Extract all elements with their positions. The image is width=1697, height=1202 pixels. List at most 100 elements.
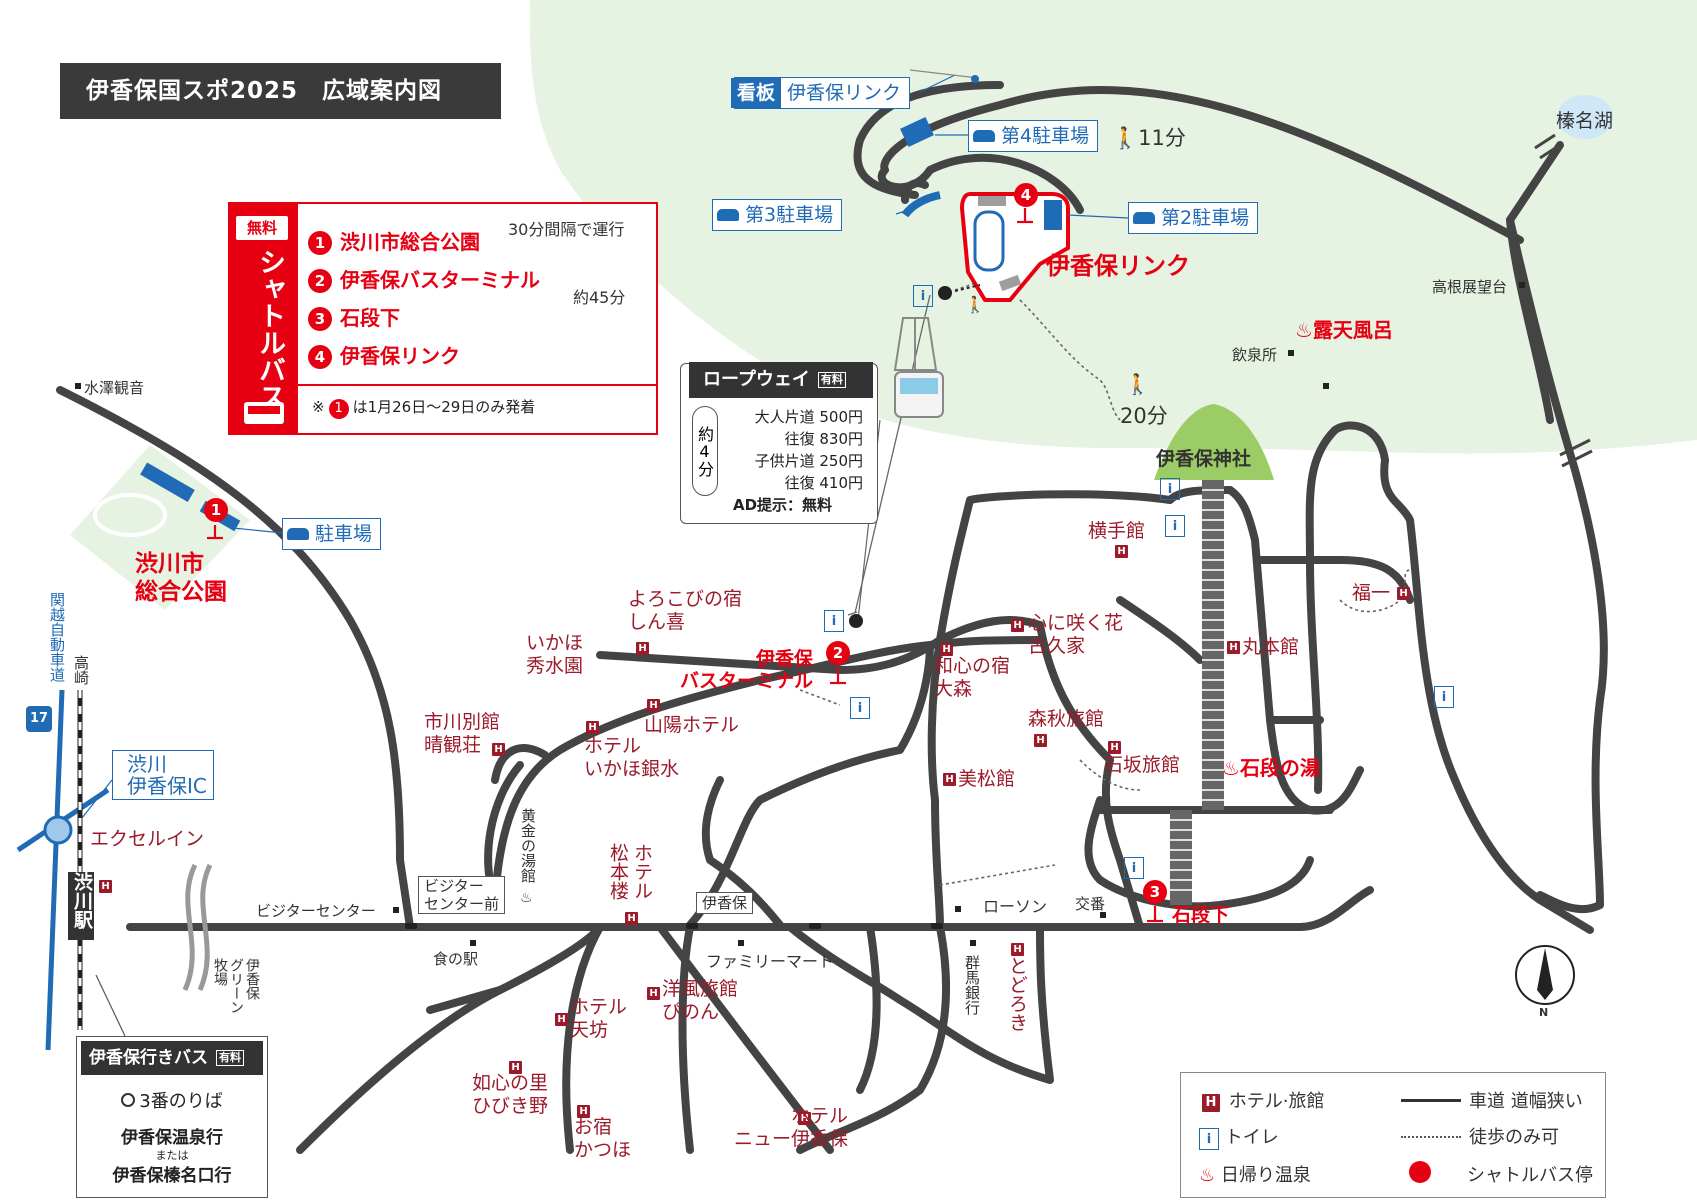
ic-label: 渋川 伊香保IC [112,750,214,800]
station-block [68,872,94,940]
hotel-ishizaka-icon: H [1105,736,1124,755]
insenjo-label: 飲泉所 [1232,346,1278,364]
hotel-new-ikaho: ホテル ニュー伊香保 [734,1105,849,1150]
bus-platform: 3番のりば [77,1087,267,1113]
hotel-yokote: 横手館 [1088,520,1146,542]
ropeway-ad-free: AD提示：無料 [733,496,833,514]
ishidanshita-label: 石段下 [1172,904,1230,926]
road-rink-loop [901,179,929,204]
kanban-sign: 看板伊香保リンク [731,77,911,109]
walker-icon: 🚶 [1112,126,1139,150]
takane-label: 高根展望台 [1432,278,1508,296]
stop-1-marker: 1 [204,498,228,522]
legend-busstop: シャトルバス停 [1401,1161,1593,1187]
route-17-shield: 17 [26,706,52,732]
car-icon [717,209,739,221]
hotel-morishu: 森秋旅館 [1028,708,1105,730]
road-lake [878,86,1524,244]
visitor-label: ビジターセンター [256,902,376,920]
hotel-shusui: いかほ 秀水園 [526,632,584,677]
mountain-area [529,0,1697,454]
hotel-todoroki: とどろき [1006,956,1028,1032]
hotel-ginsui-icon: H [583,716,602,735]
station-label: 渋川駅 [71,872,93,929]
toilet-icon-yokote: i [1165,515,1185,537]
compass-icon [1515,945,1575,1005]
hotel-maruhon-icon: H [1224,636,1243,655]
koban-label: 交番 [1075,895,1106,913]
stone-steps [1170,480,1224,905]
hotel-katsuho: お宿 かつほ [574,1116,632,1161]
parking-1-tag: 駐車場 [282,518,382,550]
divider [298,384,656,386]
parking-2-tag: 第2駐車場 [1128,202,1259,234]
visitor-mae-stop: ビジター センター前 [418,876,506,914]
hotel-youfu: 洋風旅館 ぴのん [662,978,739,1023]
toilet-icon-terminal: i [850,697,870,719]
hotel-new-ikaho-icon: H [795,1107,814,1126]
hotel-bishokan-icon: H [940,768,959,787]
bus-dest-1: 伊香保温泉行 [121,1128,223,1148]
ropeway-title: ロープウェイ有料 [689,362,873,398]
hotel-youfu-icon: H [644,982,663,1001]
road-line-icon [1401,1099,1461,1102]
hotel-morishu-icon: H [1031,729,1050,748]
walk-path-shrine [1019,299,1121,421]
busstop-pins [207,208,1163,923]
fare-child-round: 往復 410円 [784,474,863,492]
parking-1-shape [140,462,195,503]
takasaki-label: 高崎 [72,655,90,685]
onsen-icon: ♨ [1295,318,1313,342]
hotel-fukuichi: 福一 [1352,582,1391,604]
hotel-fukuichi-icon: H [1394,582,1413,601]
shrine-label: 伊香保神社 [1156,448,1252,470]
stop-4-marker: 4 [1014,183,1038,207]
bus-icon [244,402,284,424]
lake-label: 榛名湖 [1556,110,1614,132]
hotel-nyoshin-icon: H [506,1056,525,1075]
family-label: ファミリーマート [706,952,835,971]
legend-onsen: ♨ 日帰り温泉 [1199,1165,1311,1186]
hotel-ichikawa-icon: H [489,738,508,757]
excel-hotel-icon: H [96,875,115,894]
gondola-icon [893,317,944,418]
road-kajika [1305,421,1594,934]
stop-2-marker: 2 [826,641,850,665]
rink-label: 伊香保リンク [1046,252,1190,280]
shuttle-sidebar [230,204,298,433]
walk-20min: 20分 [1120,404,1168,428]
car-icon [1133,212,1155,224]
parking-3-tag: 第3駐車場 [712,199,843,231]
busterminal-label: 伊香保 バスターミナル [680,648,814,692]
shrine-hill [1154,404,1274,480]
parking-4-tag: 第4駐車場 [968,120,1099,152]
hotel-tenbou-icon: H [552,1008,571,1027]
rink-outline [959,192,1070,302]
toilet-icon-east: i [1434,686,1454,708]
compass-n: N [1539,1006,1549,1019]
hotel-wagokoro-icon: H [937,638,956,657]
shoku-label: 食の駅 [433,950,479,968]
legend-road: 車道 道幅狭い [1401,1087,1583,1113]
park-label: 渋川市 総合公園 [135,551,227,605]
hotel-ginsui: ホテル いかほ銀水 [584,735,680,780]
toilet-icon-ropeway: i [824,610,844,632]
lawson-label: ローソン [983,897,1048,916]
walk-line-icon [1401,1136,1461,1138]
hotel-bishokan: 美松館 [958,768,1016,790]
bus-dest-2: 伊香保榛名口行 [112,1166,232,1186]
ropeway-time: 約4分 [692,406,718,496]
hotel-sanyo-icon: H [644,694,663,713]
hotel-icon: H [1202,1094,1220,1112]
hotel-yokote-icon: H [1112,540,1131,559]
expressway-line [45,689,65,1051]
parking-3-shape [901,191,941,218]
hotel-wagokoro: 和心の宿 大森 [934,655,1011,700]
hotel-katsuho-icon: H [574,1100,593,1119]
ishidan-yu-label: ♨石段の湯 [1222,756,1320,780]
